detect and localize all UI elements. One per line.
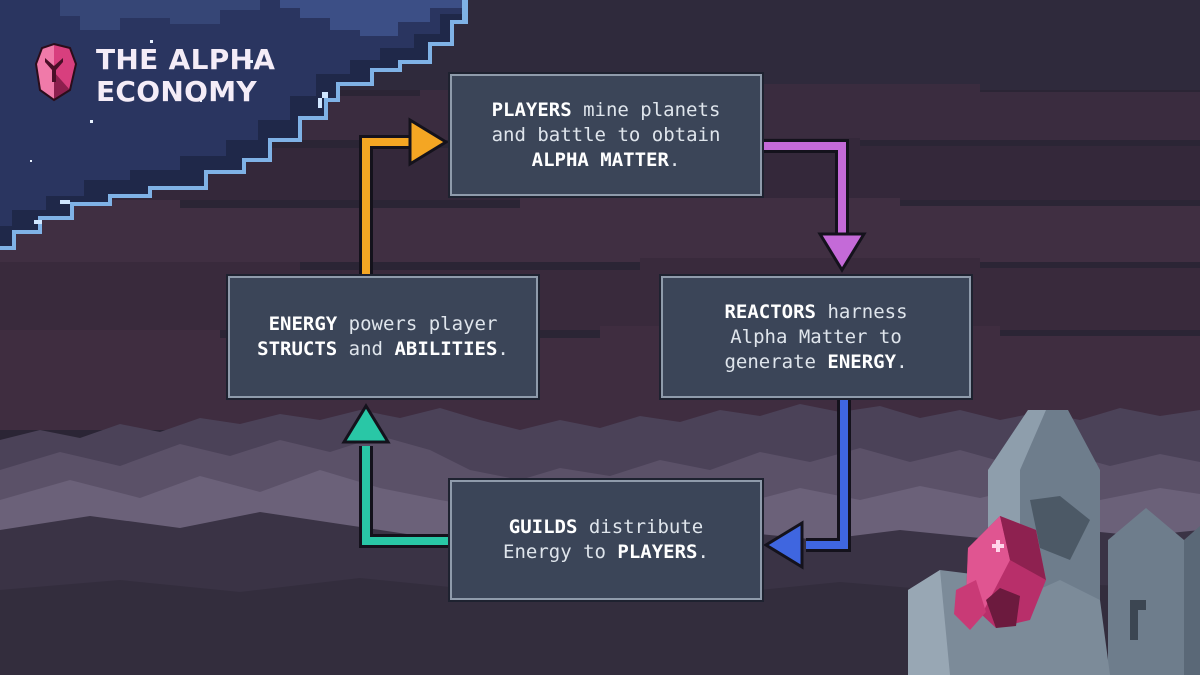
energy-text-line: ENERGY powers player xyxy=(230,312,536,337)
players-text-segment: ALPHA MATTER xyxy=(531,148,669,171)
arrow-reactors-to-guilds xyxy=(763,398,851,570)
flow-arrows xyxy=(341,117,867,570)
arrow-players-to-reactors xyxy=(762,139,867,273)
alpha-crystal-cluster xyxy=(954,516,1046,630)
players-text-segment: . xyxy=(668,148,681,171)
energy-text-segment: STRUCTS xyxy=(257,338,338,360)
arrow-guilds-to-energy xyxy=(341,403,450,548)
players-text-line: and battle to obtain xyxy=(452,123,760,148)
energy-text-segment: ENERGY xyxy=(268,313,338,335)
guilds-text-segment: . xyxy=(697,541,709,563)
reactors-text-segment: . xyxy=(896,350,908,373)
night-sky-cloud xyxy=(0,0,468,250)
reactors-text-segment: harness xyxy=(816,300,908,323)
energy-text-segment: ABILITIES xyxy=(394,338,498,360)
energy-text-line: STRUCTS and ABILITIES. xyxy=(230,337,536,362)
energy-text-segment: powers player xyxy=(337,313,498,335)
arrow-energy-to-players xyxy=(359,117,449,276)
reactors-text-line: Alpha Matter to xyxy=(663,325,969,350)
reactors-text-line: REACTORS harness xyxy=(663,300,969,325)
alpha-crystal-icon xyxy=(34,42,78,102)
brand-title: THE ALPHA ECONOMY xyxy=(96,44,275,108)
reactors-text-segment: Alpha Matter to xyxy=(730,325,902,348)
guilds-text-line: Energy to PLAYERS. xyxy=(452,540,760,565)
reactors-text-segment: REACTORS xyxy=(724,300,816,323)
reactors-text-segment: generate xyxy=(724,350,828,373)
reactors-text-segment: ENERGY xyxy=(827,350,897,373)
players-text-line: PLAYERS mine planets xyxy=(452,98,760,123)
guilds-text-segment: distribute xyxy=(577,516,704,538)
energy-text-segment: . xyxy=(497,338,509,360)
players-text-segment: PLAYERS xyxy=(491,98,572,121)
players-text-segment: and battle to obtain xyxy=(491,123,721,146)
guilds-text-segment: GUILDS xyxy=(508,516,578,538)
guilds-text-segment: PLAYERS xyxy=(617,541,698,563)
brand-title-line2: ECONOMY xyxy=(96,75,257,108)
players-text-line: ALPHA MATTER. xyxy=(452,148,760,173)
players-text-segment: mine planets xyxy=(571,98,721,121)
energy-text-segment: and xyxy=(337,338,395,360)
reactors-text-line: generate ENERGY. xyxy=(663,350,969,375)
guilds-text-line: GUILDS distribute xyxy=(452,515,760,540)
guilds-text-segment: Energy to xyxy=(503,541,618,563)
brand-title-line1: THE ALPHA xyxy=(96,43,276,76)
